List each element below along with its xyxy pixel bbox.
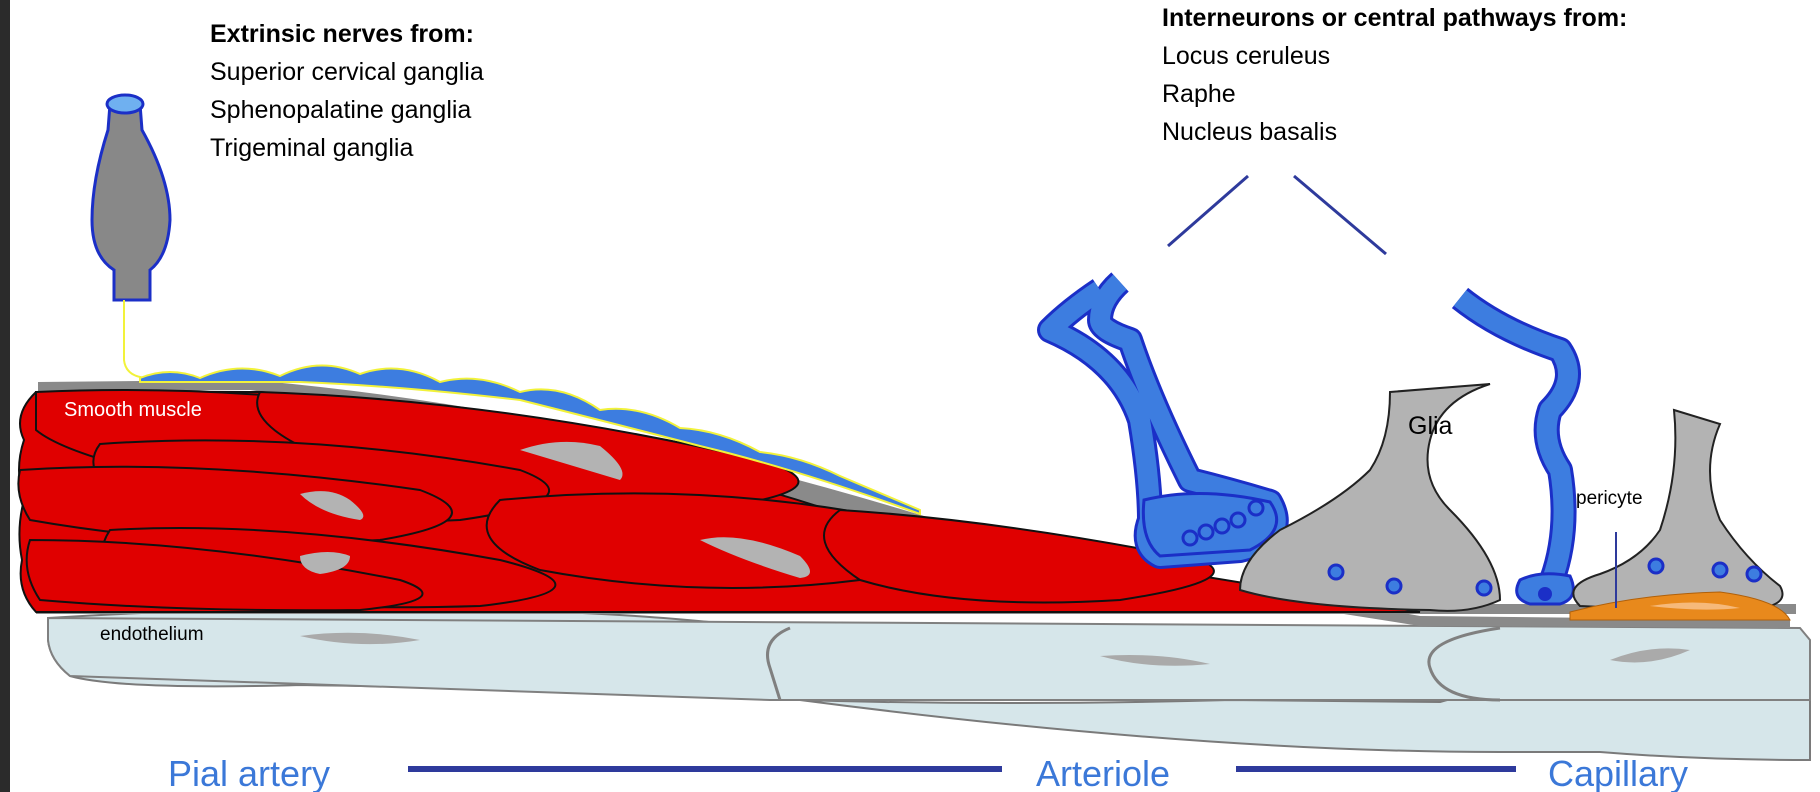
extrinsic-item: Sphenopalatine ganglia — [210, 96, 471, 124]
endothelium-label: endothelium — [100, 624, 204, 645]
pathway-line-left — [1168, 176, 1248, 246]
interneuron-terminal-left — [1050, 282, 1277, 556]
interneurons-block: Interneurons or central pathways from: L… — [1162, 4, 1627, 146]
extrinsic-item: Trigeminal ganglia — [210, 134, 413, 162]
pathway-line-right — [1294, 176, 1386, 254]
endothelium: endothelium — [48, 608, 1810, 760]
glia-label: Glia — [1408, 412, 1453, 440]
axis-segment-2 — [1236, 766, 1516, 772]
interneurons-item: Nucleus basalis — [1162, 118, 1337, 146]
interneurons-item: Raphe — [1162, 80, 1236, 108]
extrinsic-title: Extrinsic nerves from: — [210, 20, 474, 48]
vascular-region-axis: Pial artery Arteriole Capillary — [168, 753, 1688, 792]
region-arteriole: Arteriole — [1036, 753, 1170, 792]
extrinsic-item: Superior cervical ganglia — [210, 58, 484, 86]
region-pial-artery: Pial artery — [168, 753, 330, 792]
pericyte-cell: pericyte — [1570, 410, 1790, 620]
smooth-muscle-label: Smooth muscle — [64, 399, 202, 421]
axis-segment-1 — [408, 766, 1002, 772]
interneurons-item: Locus ceruleus — [1162, 42, 1330, 70]
extrinsic-nerves-block: Extrinsic nerves from: Superior cervical… — [210, 20, 484, 162]
interneurons-title: Interneurons or central pathways from: — [1162, 4, 1627, 32]
pericyte-label: pericyte — [1576, 488, 1643, 509]
region-capillary: Capillary — [1548, 753, 1688, 792]
